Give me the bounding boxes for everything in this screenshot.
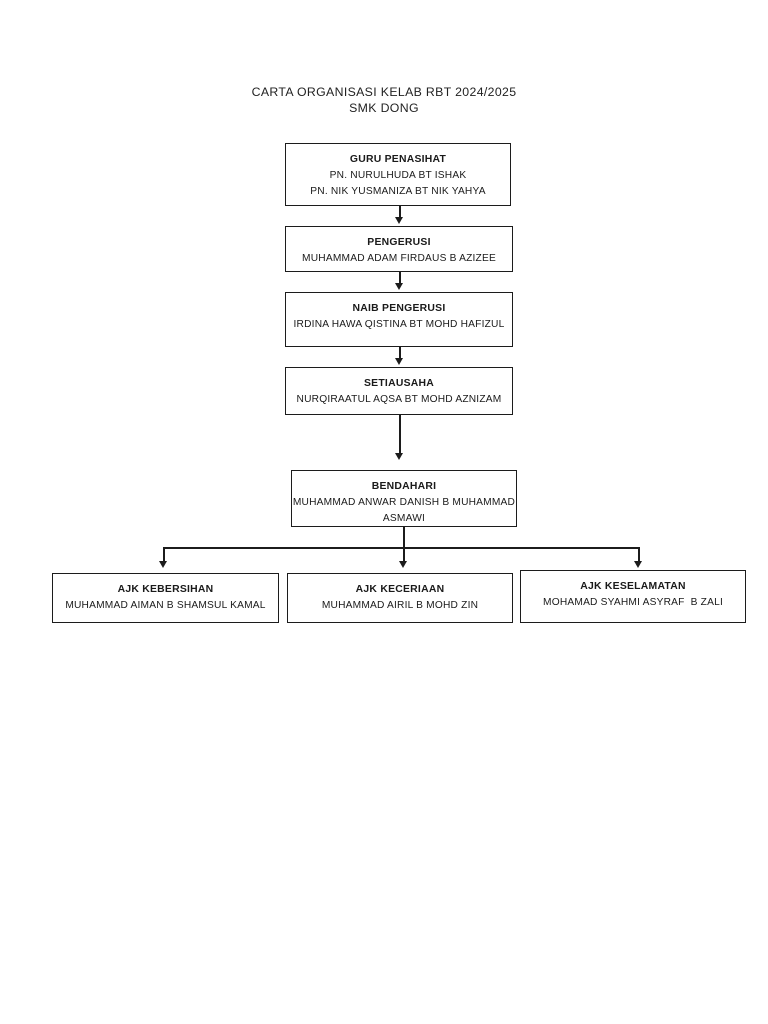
org-node-ajk-keselamatan: AJK KESELAMATAN MOHAMAD SYAHMI ASYRAF B …	[520, 570, 746, 623]
org-node-role: BENDAHARI	[371, 481, 437, 492]
arrowhead-icon	[634, 561, 642, 568]
arrowhead-icon	[395, 283, 403, 290]
connector-setiausaha-to-bendahari	[399, 415, 401, 455]
org-node-role: AJK KESELAMATAN	[580, 581, 686, 592]
connector-naib-to-setiausaha	[399, 347, 401, 360]
org-node-ajk-keceriaan: AJK KECERIAAN MUHAMMAD AIRIL B MOHD ZIN	[287, 573, 513, 623]
org-node-person: PN. NURULHUDA BT ISHAK PN. NIK YUSMANIZA…	[310, 170, 486, 197]
arrowhead-icon	[395, 217, 403, 224]
org-node-person: MUHAMMAD ADAM FIRDAUS B AZIZEE	[302, 253, 496, 265]
connector-guru-to-pengerusi	[399, 206, 401, 219]
org-node-role: PENGERUSI	[367, 237, 431, 248]
org-node-role: AJK KEBERSIHAN	[117, 584, 214, 595]
connector-bendahari-stem	[403, 527, 405, 548]
connector-bendahari-to-ajk-keselamatan	[638, 547, 640, 563]
org-node-role: NAIB PENGERUSI	[352, 303, 446, 314]
org-node-role: AJK KECERIAAN	[355, 584, 445, 595]
org-node-ajk-kebersihan: AJK KEBERSIHAN MUHAMMAD AIMAN B SHAMSUL …	[52, 573, 279, 623]
org-node-role: SETIAUSAHA	[363, 378, 435, 389]
page-title-line-1: CARTA ORGANISASI KELAB RBT 2024/2025	[251, 85, 517, 99]
arrowhead-icon	[399, 561, 407, 568]
page-title-line-2: SMK DONG	[349, 101, 419, 115]
org-node-role: GURU PENASIHAT	[349, 154, 447, 165]
page-title: CARTA ORGANISASI KELAB RBT 2024/2025 SMK…	[0, 84, 768, 116]
org-node-pengerusi: PENGERUSI MUHAMMAD ADAM FIRDAUS B AZIZEE	[285, 226, 513, 272]
org-node-person: MOHAMAD SYAHMI ASYRAF B ZALI	[543, 597, 723, 609]
org-node-person: MUHAMMAD AIMAN B SHAMSUL KAMAL	[65, 600, 266, 612]
org-node-person: MUHAMMAD AIRIL B MOHD ZIN	[321, 600, 479, 612]
connector-bendahari-to-ajk-keceriaan	[403, 547, 405, 563]
arrowhead-icon	[395, 358, 403, 365]
org-node-person: NURQIRAATUL AQSA BT MOHD AZNIZAM	[296, 394, 502, 406]
org-node-person: MUHAMMAD ANWAR DANISH B MUHAMMAD ASMAWI	[292, 497, 518, 524]
org-node-guru-penasihat: GURU PENASIHAT PN. NURULHUDA BT ISHAK PN…	[285, 143, 511, 206]
connector-bendahari-to-ajk-kebersihan	[163, 547, 165, 563]
org-node-setiausaha: SETIAUSAHA NURQIRAATUL AQSA BT MOHD AZNI…	[285, 367, 513, 415]
org-node-person: IRDINA HAWA QISTINA BT MOHD HAFIZUL	[293, 319, 505, 331]
arrowhead-icon	[159, 561, 167, 568]
connector-pengerusi-to-naib	[399, 272, 401, 285]
org-node-bendahari: BENDAHARI MUHAMMAD ANWAR DANISH B MUHAMM…	[291, 470, 517, 527]
connector-ajk-bus-bar	[163, 547, 639, 549]
org-node-naib-pengerusi: NAIB PENGERUSI IRDINA HAWA QISTINA BT MO…	[285, 292, 513, 347]
arrowhead-icon	[395, 453, 403, 460]
